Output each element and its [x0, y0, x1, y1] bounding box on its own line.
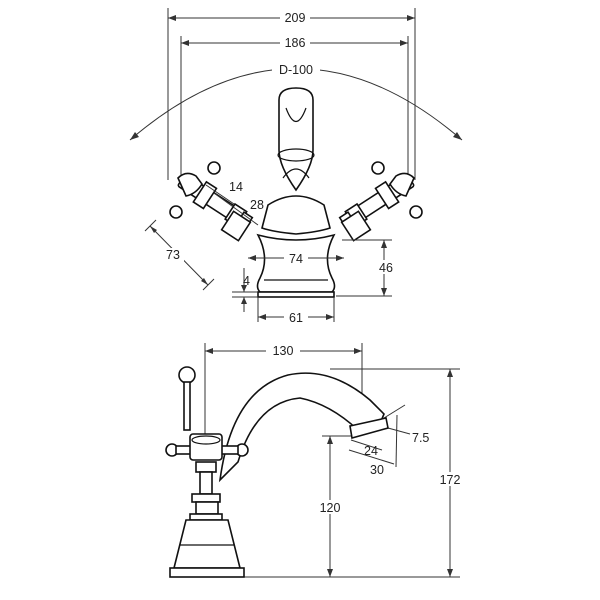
side-view: 130 172 120 7.5 [165, 343, 464, 578]
dim-plinth-height: 4 [232, 268, 258, 312]
label-handle-size-a: 14 [229, 180, 243, 194]
front-view: 209 186 D-100 [129, 8, 463, 325]
label-spout-reach: 130 [273, 344, 294, 358]
dim-handle-length: 73 [144, 219, 215, 291]
faucet-side-body [165, 366, 389, 578]
label-arc-diameter: D-100 [279, 63, 313, 77]
dim-base-width: 74 [248, 251, 344, 266]
dim-overall-width: 209 [167, 8, 416, 180]
dim-handle-sizes: 14 28 [205, 180, 264, 226]
dim-handle-centres: 186 [180, 35, 409, 175]
dim-arc-diameter: D-100 [129, 62, 463, 141]
label-handle-size-b: 28 [250, 198, 264, 212]
label-outlet-height: 120 [320, 501, 341, 515]
label-overall-height: 172 [440, 473, 461, 487]
dim-spout-reach: 130 [204, 343, 363, 440]
label-outlet-a: 24 [364, 444, 378, 458]
dim-body-height: 46 [336, 239, 396, 297]
label-body-height: 46 [379, 261, 393, 275]
dim-outlet: 7.5 24 30 [348, 404, 429, 477]
label-outlet-b: 30 [370, 463, 384, 477]
left-handle [169, 161, 254, 242]
right-handle [338, 161, 423, 242]
dim-outlet-height: 120 [315, 435, 352, 577]
label-spout-tip: 7.5 [412, 431, 429, 445]
dim-overall-height: 172 [236, 368, 464, 578]
label-overall-width: 209 [285, 11, 306, 25]
label-base-width: 74 [289, 252, 303, 266]
label-plinth-height: 4 [243, 274, 250, 288]
label-handle-centres: 186 [285, 36, 306, 50]
label-plinth-width: 61 [289, 311, 303, 325]
dim-plinth-width: 61 [257, 297, 335, 325]
label-handle-length: 73 [166, 248, 180, 262]
